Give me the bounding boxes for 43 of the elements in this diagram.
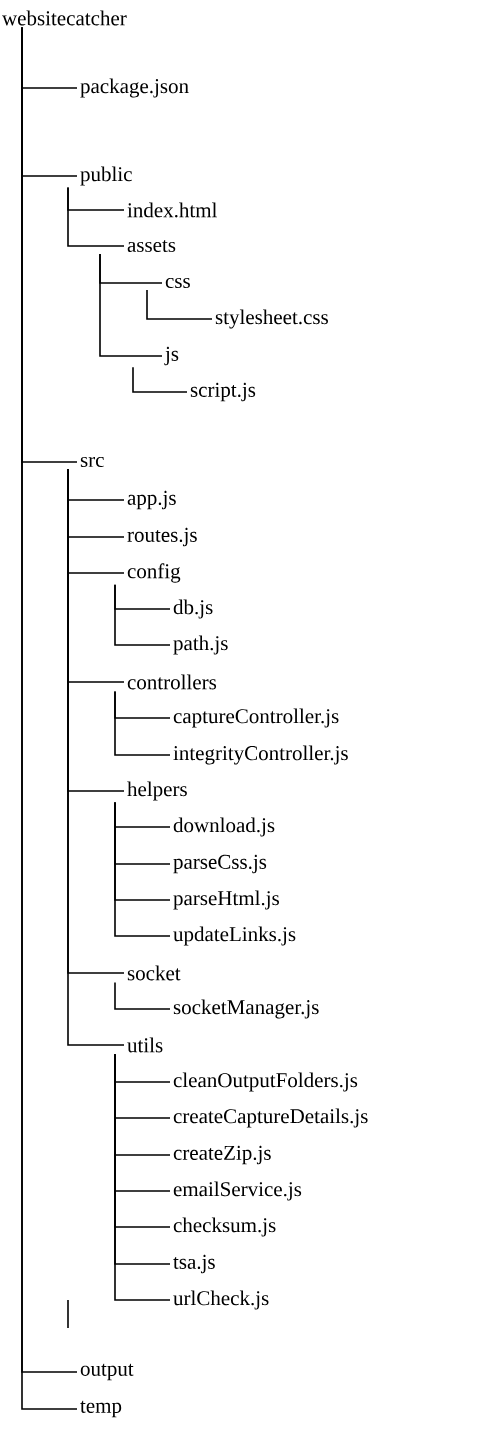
- folder-name: integrityController.js: [173, 745, 348, 765]
- tree-connector: [114, 690, 171, 756]
- tree-connector: [114, 801, 171, 937]
- folder-name: socket: [127, 965, 181, 981]
- folder-name: urlCheck.js: [173, 1290, 269, 1310]
- folder-name: helpers: [127, 781, 187, 801]
- tree-connector: [114, 981, 171, 1010]
- folder-name: js: [164, 346, 179, 366]
- folder-name: output: [80, 1363, 134, 1381]
- folder-name: captureController.js: [173, 708, 339, 728]
- tree-connector: [114, 583, 171, 646]
- tree-connector: [132, 366, 188, 393]
- folder-name: updateLinks.js: [173, 926, 296, 946]
- tree-connector: [99, 253, 163, 357]
- folder-name: createCaptureDetails.js: [173, 1108, 368, 1128]
- folder-name: script.js: [190, 382, 256, 402]
- folder-name: parseCss.js: [173, 854, 267, 874]
- folder-name: src: [80, 456, 104, 468]
- folder-name: temp: [80, 1400, 122, 1418]
- folder-name: db.js: [173, 599, 213, 619]
- folder-name: app.js: [127, 490, 176, 510]
- folder-name: createZip.js: [173, 1145, 271, 1165]
- folder-name: public: [80, 166, 132, 186]
- folder-name: utils: [127, 1037, 163, 1053]
- folder-name: css: [165, 277, 190, 289]
- folder-name: socketManager.js: [173, 999, 319, 1019]
- folder-name: download.js: [173, 817, 275, 837]
- folder-name: cleanOutputFolders.js: [173, 1072, 358, 1092]
- folder-name: package.json: [80, 78, 189, 98]
- folder-name: checksum.js: [173, 1217, 276, 1237]
- folder-name: config: [127, 563, 181, 583]
- folder-name: stylesheet.css: [215, 309, 328, 329]
- folder-name: websitecatcher: [2, 10, 127, 26]
- folder-name: parseHtml.js: [173, 890, 279, 910]
- tree-connector: [146, 289, 213, 320]
- folder-name: index.html: [127, 202, 217, 218]
- folder-name: emailService.js: [173, 1181, 302, 1201]
- folder-name: assets: [127, 240, 176, 252]
- folder-name: path.js: [173, 635, 228, 655]
- folder-name: tsa.js: [173, 1254, 215, 1274]
- folder-name: routes.js: [127, 527, 197, 547]
- folder-name: controllers: [127, 674, 217, 690]
- tree-connector: [67, 186, 125, 247]
